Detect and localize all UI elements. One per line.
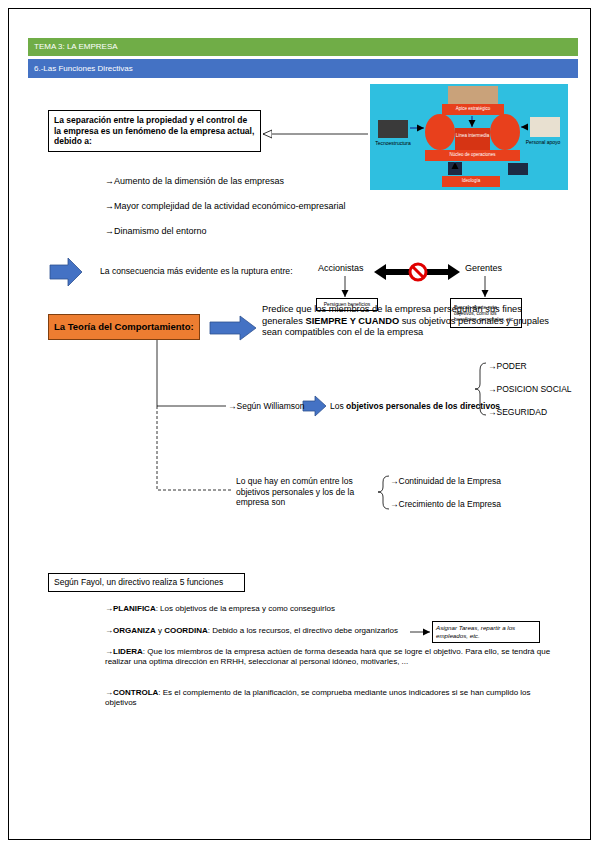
- leader-arrow: [410, 632, 430, 633]
- emphasis-text: objetivos personales de los directivos: [346, 401, 500, 411]
- text-line: →ORGANIZAyCOORDINA: Debido a los recurso…: [105, 626, 410, 636]
- body-text: : Debido a los recursos, el directivo de…: [208, 626, 398, 635]
- node-text: Según Fayol, un directivo realiza 5 func…: [54, 577, 239, 588]
- illustration-label: Apice estratégico: [442, 106, 504, 112]
- illustration-photo: [448, 162, 462, 175]
- prohibition-sign: [410, 264, 426, 280]
- bullet-text: →Crecimiento de la Empresa: [390, 499, 550, 510]
- emphasis-text: →ORGANIZA: [105, 626, 156, 635]
- illustration-shape: [442, 176, 500, 187]
- text-line: Predice que los miembros de la empresa p…: [262, 304, 558, 339]
- illustration-photo: [378, 120, 408, 138]
- prohibition-sign: [413, 267, 424, 278]
- node-text: 6.-Las Funciones Directivas: [34, 64, 572, 74]
- pointer-arrow: [263, 134, 368, 135]
- block-arrow: [210, 316, 256, 340]
- illustration-arrow: [521, 126, 528, 128]
- subsection-band: 6.-Las Funciones Directivas: [28, 59, 578, 78]
- block-arrow: [50, 258, 82, 286]
- leader-line: [157, 340, 158, 406]
- body-text: : Los objetivos de la empresa y como con…: [156, 604, 335, 613]
- leader-line: [157, 406, 226, 407]
- block-arrow: [303, 396, 326, 416]
- illustration-arrow: [410, 127, 424, 129]
- illustration-photo: [530, 117, 560, 137]
- bullet-text: →PODER: [488, 361, 588, 372]
- emphasis-text: COORDINA: [164, 626, 208, 635]
- body-text: : Es el complemento de la planificación,…: [105, 688, 531, 707]
- note-box: Asignar Tareas, repartir a los empleados…: [432, 621, 540, 643]
- organigram-illustration: [370, 84, 568, 190]
- illustration-label: Ideología: [442, 178, 500, 184]
- illustration-arrow: [454, 162, 456, 169]
- node-text: La separación entre la propiedad y el co…: [54, 115, 255, 147]
- bullet-text: →SEGURIDAD: [488, 407, 588, 418]
- text-line: →LIDERA: Que los miembros de la empresa …: [105, 647, 560, 667]
- text-box: Según Fayol, un directivo realiza 5 func…: [48, 573, 245, 592]
- brace: [378, 476, 389, 509]
- bullet-text: →Mayor complejidad de la actividad econó…: [105, 201, 405, 212]
- body-text: : Que los miembros de la empresa actúen …: [105, 647, 550, 666]
- body-text: →Según Williamson: [228, 401, 304, 412]
- body-text: sus objetivos personales y grupales sean…: [262, 316, 549, 338]
- body-text: Lo que hay en común entre los objetivos …: [236, 476, 378, 508]
- illustration-label: Personal apoyo: [518, 139, 568, 145]
- emphasis-text: →PLANIFICA: [105, 604, 156, 613]
- node-text: La Teoría del Comportamiento:: [54, 321, 194, 333]
- illustration-label: Núcleo de operaciones: [425, 152, 520, 158]
- leader-arrow: [345, 276, 346, 297]
- page-frame: [9, 9, 591, 840]
- body-text: La consecuencia más evidente es la ruptu…: [100, 266, 318, 277]
- illustration-shape: [442, 104, 504, 115]
- illustration-arrow: [471, 116, 473, 127]
- highlight-box: La Teoría del Comportamiento:: [48, 314, 200, 340]
- dashed-leader: [157, 406, 233, 490]
- text-box: La separación entre la propiedad y el co…: [48, 110, 261, 152]
- emphasis-text: →CONTROLA: [105, 688, 158, 697]
- illustration-shape: [425, 150, 520, 161]
- node-text: Asignar Tareas, repartir a los empleados…: [436, 624, 536, 640]
- text-line: →CONTROLA: Es el complemento de la plani…: [105, 688, 560, 708]
- illustration-photo: [508, 163, 528, 175]
- text-line: Losobjetivos personales de los directivo…: [330, 401, 480, 412]
- node-text: TEMA 3: LA EMPRESA: [34, 42, 572, 52]
- body-text: y: [158, 626, 162, 635]
- body-text: Los: [330, 401, 344, 411]
- emphasis-text: SIEMPRE Y CUANDO: [305, 316, 399, 326]
- emphasis-text: →LIDERA: [105, 647, 143, 656]
- double-arrow: [374, 264, 460, 280]
- bullet-text: →Dinamismo del entorno: [105, 226, 405, 237]
- illustration-background: [370, 84, 568, 190]
- text-line: →PLANIFICA: Los objetivos de la empresa …: [105, 604, 560, 614]
- bullet-text: →POSICION SOCIAL: [488, 384, 588, 395]
- illustration-shape: [490, 114, 520, 150]
- illustration-label: Línea intermedia: [455, 133, 490, 139]
- illustration-label: Tecnoestructura: [370, 140, 416, 146]
- party-label: Gerentes: [465, 263, 515, 274]
- illustration-shape: [425, 114, 455, 150]
- section-band: TEMA 3: LA EMPRESA: [28, 38, 578, 56]
- party-label: Accionistas: [318, 263, 374, 274]
- bullet-text: →Aumento de la dimensión de las empresas: [105, 176, 405, 187]
- illustration-photo: [448, 86, 498, 104]
- bullet-text: →Continuidad de la Empresa: [390, 476, 550, 487]
- illustration-shape: [455, 128, 490, 150]
- leader-arrow: [485, 276, 486, 297]
